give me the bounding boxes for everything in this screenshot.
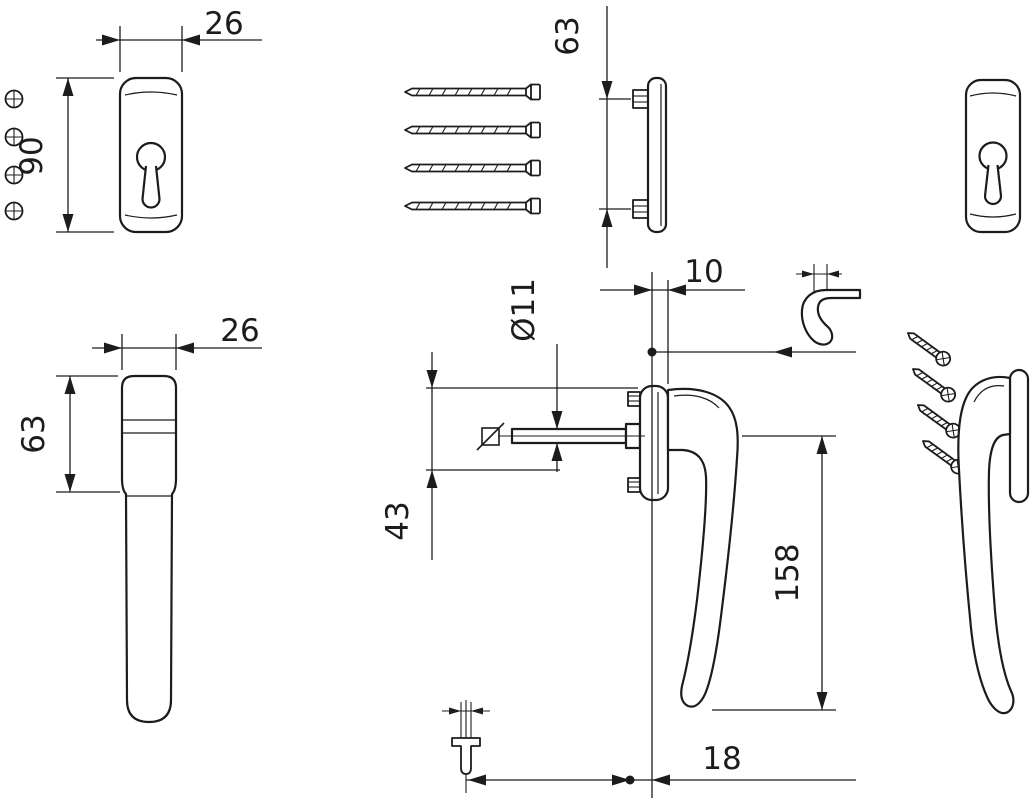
- dim-backplate-width-label: 26: [204, 6, 243, 42]
- dim-base-offset-label: 18: [702, 741, 741, 777]
- screw-side-icon: [404, 121, 541, 139]
- dim-spindle-offset-label: 43: [380, 501, 416, 540]
- dim-base-offset: 18: [466, 741, 856, 786]
- fixing-pin: [632, 89, 649, 109]
- dim-center-offset-label: 10: [684, 254, 723, 290]
- screw-angled-icon: [912, 368, 957, 403]
- phillips-screw-icon: [4, 165, 24, 185]
- fixing-pin: [632, 199, 649, 219]
- grip-profile-view: [796, 264, 862, 346]
- dim-neck-diameter-label: Ø11: [506, 278, 542, 342]
- mounting-screws-front-view: [4, 89, 24, 221]
- dim-handle-width: 26: [92, 313, 262, 370]
- screw-angled-icon: [917, 404, 962, 439]
- screw-side-icon: [404, 159, 541, 177]
- handle-base-plate: [638, 384, 670, 502]
- dim-grip-thickness: [796, 264, 842, 292]
- phillips-screw-icon: [4, 127, 24, 147]
- dim-backplate-height: 90: [14, 77, 114, 233]
- mounting-screws-side-view: [404, 83, 541, 215]
- backplate-profile-view: [632, 76, 668, 234]
- dim-spindle-offset: 43: [380, 352, 638, 560]
- phillips-screw-icon: [4, 89, 24, 109]
- dim-backplate-width: 26: [96, 6, 262, 72]
- euro-keyhole: [135, 141, 167, 209]
- retainer-part-view: [442, 700, 490, 793]
- euro-keyhole: [978, 141, 1008, 206]
- dim-handle-base-height-label: 63: [16, 414, 52, 453]
- dim-center-offset: 10: [600, 254, 745, 384]
- dim-handle-length-label: 158: [770, 543, 806, 602]
- screw-side-icon: [404, 197, 541, 215]
- dim-handle-base-height: 63: [16, 375, 120, 493]
- phillips-screw-icon: [4, 201, 24, 221]
- projection-reference-line: [647, 346, 856, 358]
- reference-dot: [647, 347, 657, 357]
- dim-handle-length: 158: [712, 435, 836, 711]
- handle-rear-view: [957, 368, 1030, 715]
- dim-backplate-height-label: 90: [14, 136, 50, 175]
- dim-handle-width-label: 26: [220, 313, 259, 349]
- handle-side-view: [120, 374, 178, 724]
- dim-neck-diameter: Ø11: [506, 278, 563, 472]
- handle-front-view: [476, 272, 739, 798]
- backplate-front-view: [118, 76, 184, 234]
- fixing-pin: [627, 391, 641, 407]
- handle-grip: [666, 387, 739, 708]
- fixing-pin: [627, 477, 641, 493]
- dim-fixing-pin-spacing-label: 63: [550, 16, 586, 55]
- dim-fixing-pin-spacing: 63: [550, 6, 631, 268]
- screw-angled-icon: [907, 332, 952, 367]
- dim-retainer-width: [442, 702, 490, 744]
- screw-side-icon: [404, 83, 541, 101]
- backplate-front-view-right: [964, 78, 1022, 234]
